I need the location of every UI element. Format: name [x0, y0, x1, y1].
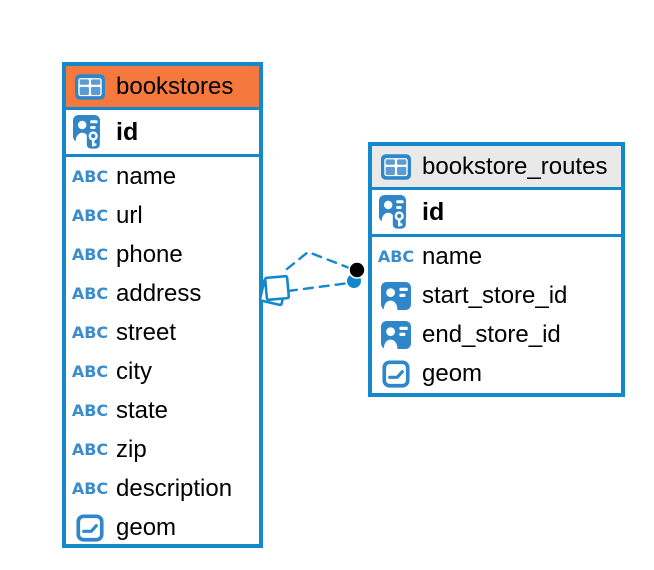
column-name: geom: [116, 513, 177, 541]
primary-key-column-icon: [72, 114, 108, 150]
table-header-bookstore-routes[interactable]: bookstore_routes: [372, 146, 621, 190]
column-row-geom[interactable]: geom: [66, 508, 259, 547]
column-row-description[interactable]: ABC description: [66, 469, 259, 508]
relationship-target-marker[interactable]: [347, 261, 366, 288]
text-column-icon: ABC: [377, 247, 415, 266]
column-row-city[interactable]: ABC city: [66, 352, 259, 391]
geometry-column-icon: [72, 510, 108, 546]
text-column-icon: ABC: [71, 323, 109, 342]
column-row-id[interactable]: id: [66, 110, 259, 157]
column-name: start_store_id: [422, 281, 568, 309]
column-name: id: [422, 197, 445, 226]
text-column-icon: ABC: [71, 167, 109, 186]
relationship-edge-2[interactable]: [286, 281, 351, 293]
column-row-end-store-id[interactable]: end_store_id: [372, 315, 621, 354]
text-column-icon: ABC: [71, 440, 109, 459]
column-row-start-store-id[interactable]: start_store_id: [372, 276, 621, 315]
text-column-icon: ABC: [71, 284, 109, 303]
column-row-name[interactable]: ABC name: [66, 157, 259, 196]
relationship-source-marker[interactable]: [258, 274, 291, 307]
column-name: name: [422, 242, 483, 270]
column-name: address: [116, 279, 202, 307]
reference-column-icon: [378, 317, 414, 353]
text-column-icon: ABC: [71, 245, 109, 264]
text-column-icon: ABC: [71, 479, 109, 498]
table-icon: [72, 69, 108, 105]
column-list: ABC name start_store_id: [372, 237, 621, 393]
text-column-icon: ABC: [71, 362, 109, 381]
column-row-phone[interactable]: ABC phone: [66, 235, 259, 274]
column-row-geom[interactable]: geom: [372, 354, 621, 393]
relationship-edge-1[interactable]: [285, 250, 354, 271]
column-row-zip[interactable]: ABC zip: [66, 430, 259, 469]
column-name: url: [116, 201, 143, 229]
table-title: bookstore_routes: [422, 152, 608, 180]
text-column-icon: ABC: [71, 206, 109, 225]
column-row-state[interactable]: ABC state: [66, 391, 259, 430]
column-name: id: [116, 117, 139, 146]
column-list: ABC name ABC url ABC phone ABC address A…: [66, 157, 259, 547]
column-row-id[interactable]: id: [372, 190, 621, 237]
table-icon: [378, 149, 414, 185]
reference-column-icon: [378, 278, 414, 314]
column-name: city: [116, 357, 152, 385]
table-header-bookstores[interactable]: bookstores: [66, 66, 259, 110]
column-row-name[interactable]: ABC name: [372, 237, 621, 276]
table-bookstore-routes[interactable]: bookstore_routes id ABC: [368, 142, 625, 397]
geometry-column-icon: [378, 356, 414, 392]
column-name: name: [116, 162, 177, 190]
column-name: geom: [422, 359, 483, 387]
table-bookstores[interactable]: bookstores id ABC: [62, 62, 263, 548]
text-column-icon: ABC: [71, 401, 109, 420]
column-name: phone: [116, 240, 183, 268]
primary-key-column-icon: [378, 194, 414, 230]
column-name: street: [116, 318, 177, 346]
column-name: state: [116, 396, 169, 424]
column-row-street[interactable]: ABC street: [66, 313, 259, 352]
column-name: end_store_id: [422, 320, 561, 348]
table-title: bookstores: [116, 72, 234, 100]
column-row-url[interactable]: ABC url: [66, 196, 259, 235]
column-row-address[interactable]: ABC address: [66, 274, 259, 313]
column-name: zip: [116, 435, 147, 463]
column-name: description: [116, 474, 233, 502]
